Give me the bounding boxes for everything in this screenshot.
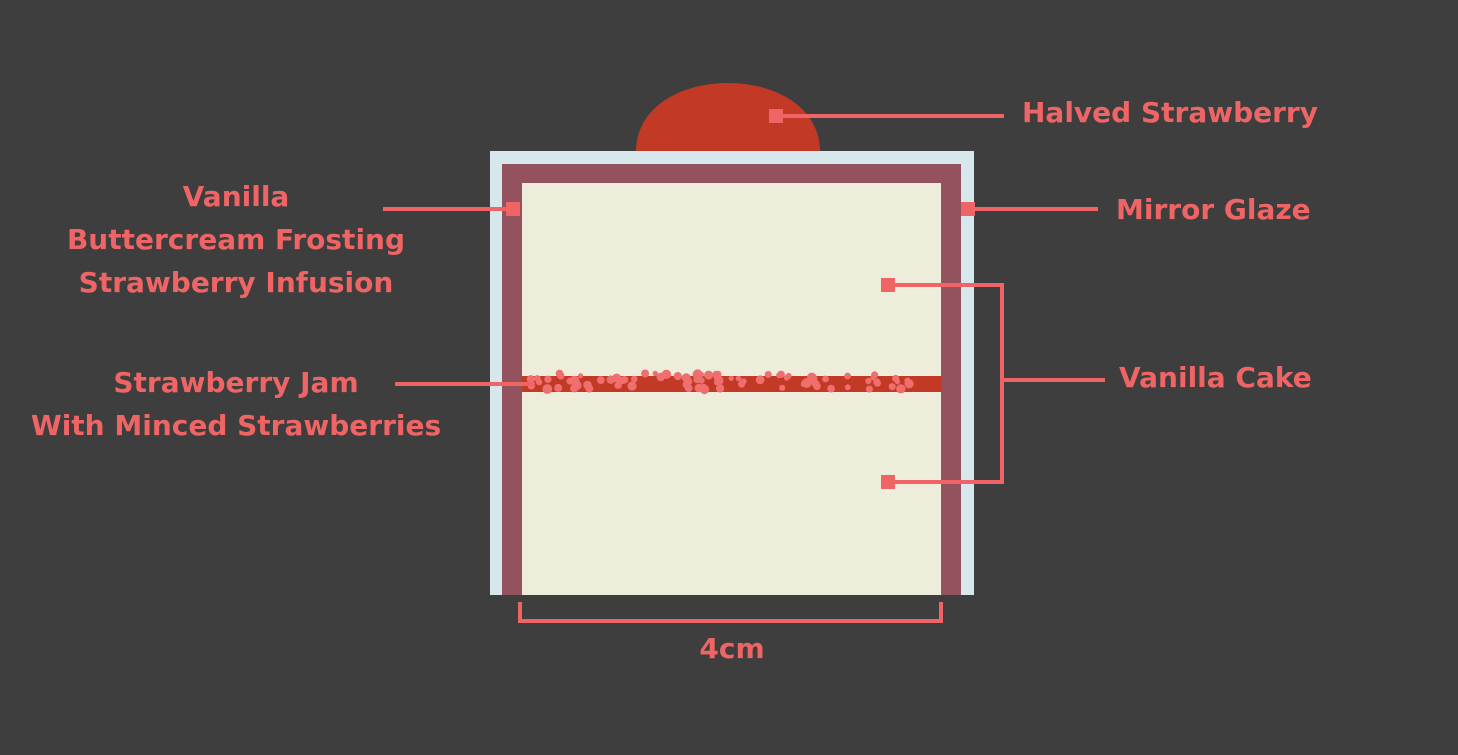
strawberry-bit [631,375,638,383]
strawberry-bit [871,371,879,379]
strawberry-bit [578,373,584,379]
strawberry-bit [558,373,564,380]
vanilla-cake-label: Vanilla Cake [1119,361,1312,394]
strawberry-bit [735,375,742,382]
strawberry-bit [906,381,913,388]
strawberry-marker [769,109,783,123]
mirror-glaze-label: Mirror Glaze [1116,193,1311,226]
strawberry-bit [694,383,704,393]
strawberry-bit [620,376,629,384]
strawberry-bit [896,384,906,394]
strawberry-bit [544,375,552,383]
markers [506,109,975,489]
strawberry-bit [572,380,582,390]
strawberry-bit [585,384,594,393]
strawberry-bit [813,382,821,391]
frosting-label-line-3: Strawberry Infusion [78,266,394,299]
strawberry-bit [801,378,812,388]
strawberry-bit [715,384,725,393]
strawberry-bit [827,384,835,393]
strawberry-bit [656,372,666,382]
strawberry-bit [526,375,535,384]
strawberry-bit [844,384,851,391]
strawberry-bit [728,375,734,381]
frosting-marker [506,202,520,216]
strawberry-bit [652,370,658,377]
strawberry-bit [713,372,722,381]
halved-strawberry-shape [636,83,820,152]
strawberry-bit [555,385,562,392]
strawberry-bit [683,377,693,386]
strawberry-bit [611,377,617,383]
jam-label-line-1: Strawberry Jam [113,366,359,399]
cake-marker-top [881,278,895,292]
strawberry-bit [614,382,621,389]
strawberry-bit [627,381,637,391]
strawberry-bit [785,372,792,379]
strawberry-bit [684,384,693,393]
strawberry-bit [535,378,543,386]
strawberry-bit [888,383,896,391]
jam-label-line-2: With Minced Strawberries [30,409,442,442]
strawberry-bit [692,369,703,380]
strawberry-bit [738,380,746,388]
strawberry-bit [641,369,650,378]
minced-strawberry-bits [526,369,914,395]
width-label: 4cm [699,632,765,665]
strawberry-bit [779,384,786,391]
width-bracket [518,602,943,623]
strawberry-bit [894,379,901,385]
halved-strawberry-label: Halved Strawberry [1022,96,1318,129]
leader-lines [383,114,1105,623]
strawberry-bit [874,379,881,387]
strawberry-bit [865,385,873,393]
strawberry-bit [673,372,682,381]
strawberry-bit [704,370,714,380]
strawberry-bit [755,375,765,385]
cake-bracket [888,283,1004,484]
strawberry-bit [542,384,553,394]
jam-label: Strawberry Jam With Minced Strawberries [20,361,452,447]
frosting-label-line-2: Buttercream Frosting [66,223,406,256]
strawberry-bit [566,377,574,385]
strawberry-bit [764,371,772,378]
cake-marker-bottom [881,475,895,489]
strawberry-bit [822,375,829,383]
strawberry-bit [596,376,605,384]
strawberry-bit [844,372,851,380]
strawberry-bit [776,372,783,379]
glaze-marker [961,202,975,216]
strawberry-bit [865,377,872,385]
frosting-label-line-1: Vanilla [182,180,290,213]
frosting-label: Vanilla Buttercream Frosting Strawberry … [46,175,426,304]
